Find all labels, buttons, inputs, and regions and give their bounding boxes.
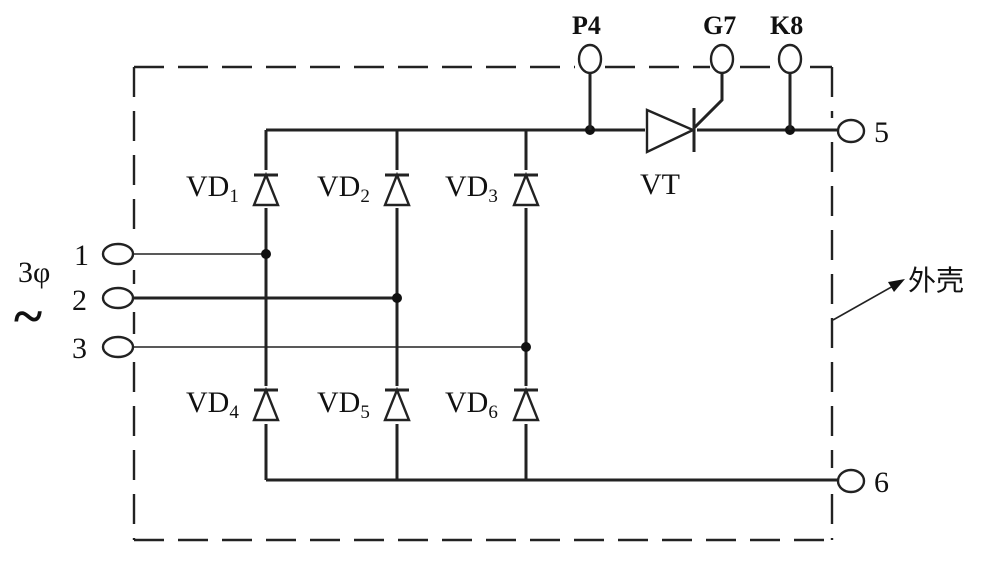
output-label-5: 5 (874, 116, 889, 149)
output-terminal-6 (836, 468, 866, 494)
diode-label-vd6: VD6 (445, 386, 498, 423)
ac-symbol: ~ (14, 286, 42, 346)
pin-label-p4: P4 (572, 11, 601, 40)
pin-label-k8: K8 (770, 11, 803, 40)
diode-label-vd5: VD5 (317, 386, 370, 423)
diode-vd1 (252, 170, 280, 208)
junction-dot (261, 249, 271, 259)
diode-vd6 (512, 386, 540, 424)
input-terminal-1 (101, 242, 135, 266)
diode-label-vd3: VD3 (445, 170, 498, 207)
pin-terminal-k8 (777, 43, 803, 75)
diode-vd2 (383, 170, 411, 208)
input-terminal-2 (101, 286, 135, 310)
phase-label: 3φ (18, 256, 50, 289)
input-label-2: 2 (72, 284, 87, 317)
input-terminal-3 (101, 335, 135, 359)
junction-dot (521, 342, 531, 352)
pin-label-g7: G7 (703, 11, 736, 40)
diode-label-vd4: VD4 (186, 386, 239, 423)
output-label-6: 6 (874, 466, 889, 499)
thyristor-label: VT (640, 168, 680, 201)
diode-vd5 (383, 386, 411, 424)
output-terminal-5 (836, 118, 866, 144)
diode-vd4 (252, 386, 280, 424)
housing-label: 外壳 (908, 264, 964, 297)
thyristor-vt (645, 73, 724, 154)
input-label-3: 3 (72, 332, 87, 365)
diode-label-vd2: VD2 (317, 170, 370, 207)
diode-label-vd1: VD1 (186, 170, 239, 207)
housing-arrow (832, 279, 905, 321)
module-housing (132, 65, 834, 542)
diode-vd3 (512, 170, 540, 208)
junction-dot (392, 293, 402, 303)
pin-terminal-g7 (709, 43, 735, 75)
pin-terminal-p4 (577, 43, 603, 75)
input-label-1: 1 (74, 239, 89, 272)
